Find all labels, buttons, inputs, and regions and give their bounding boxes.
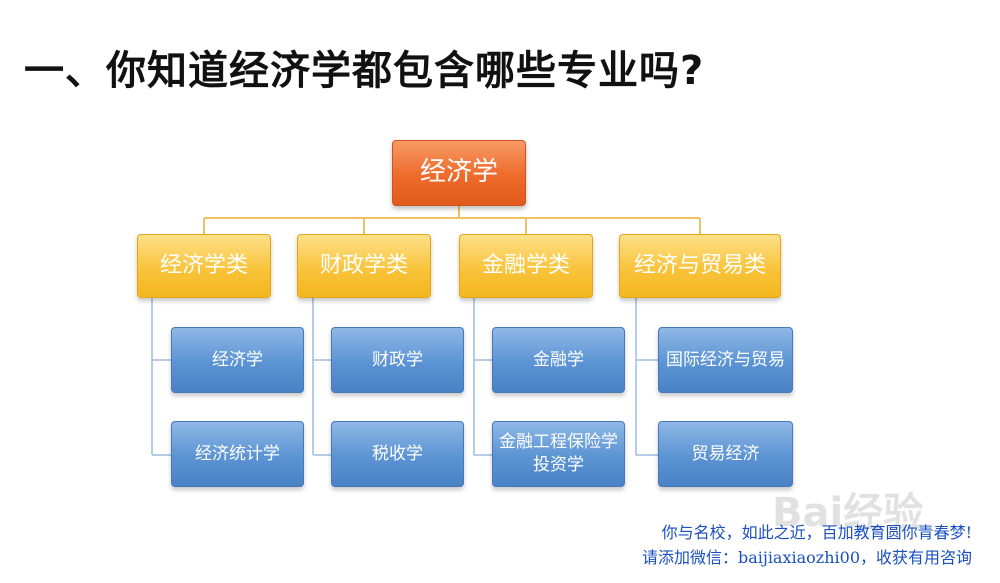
- node-leaf-4-1: 国际经济与贸易: [658, 327, 793, 393]
- node-category-1: 经济学类: [137, 234, 271, 298]
- node-leaf-4-2: 贸易经济: [658, 421, 793, 487]
- node-leaf-1-1: 经济学: [171, 327, 304, 393]
- node-leaf-1-2: 经济统计学: [171, 421, 304, 487]
- node-leaf-3-2: 金融工程保险学 投资学: [492, 421, 625, 487]
- node-category-3: 金融学类: [459, 234, 593, 298]
- node-leaf-2-2: 税收学: [331, 421, 464, 487]
- footer-line-1: 你与名校，如此之近，百加教育圆你青春梦!: [661, 523, 972, 542]
- footer-line-2: 请添加微信：baijiaxiaozhi00，收获有用咨询: [641, 548, 972, 567]
- node-category-2: 财政学类: [297, 234, 431, 298]
- node-leaf-2-1: 财政学: [331, 327, 464, 393]
- node-root: 经济学: [392, 140, 526, 206]
- page-title: 一、你知道经济学都包含哪些专业吗?: [24, 48, 705, 94]
- node-category-4: 经济与贸易类: [619, 234, 781, 298]
- node-leaf-3-1: 金融学: [492, 327, 625, 393]
